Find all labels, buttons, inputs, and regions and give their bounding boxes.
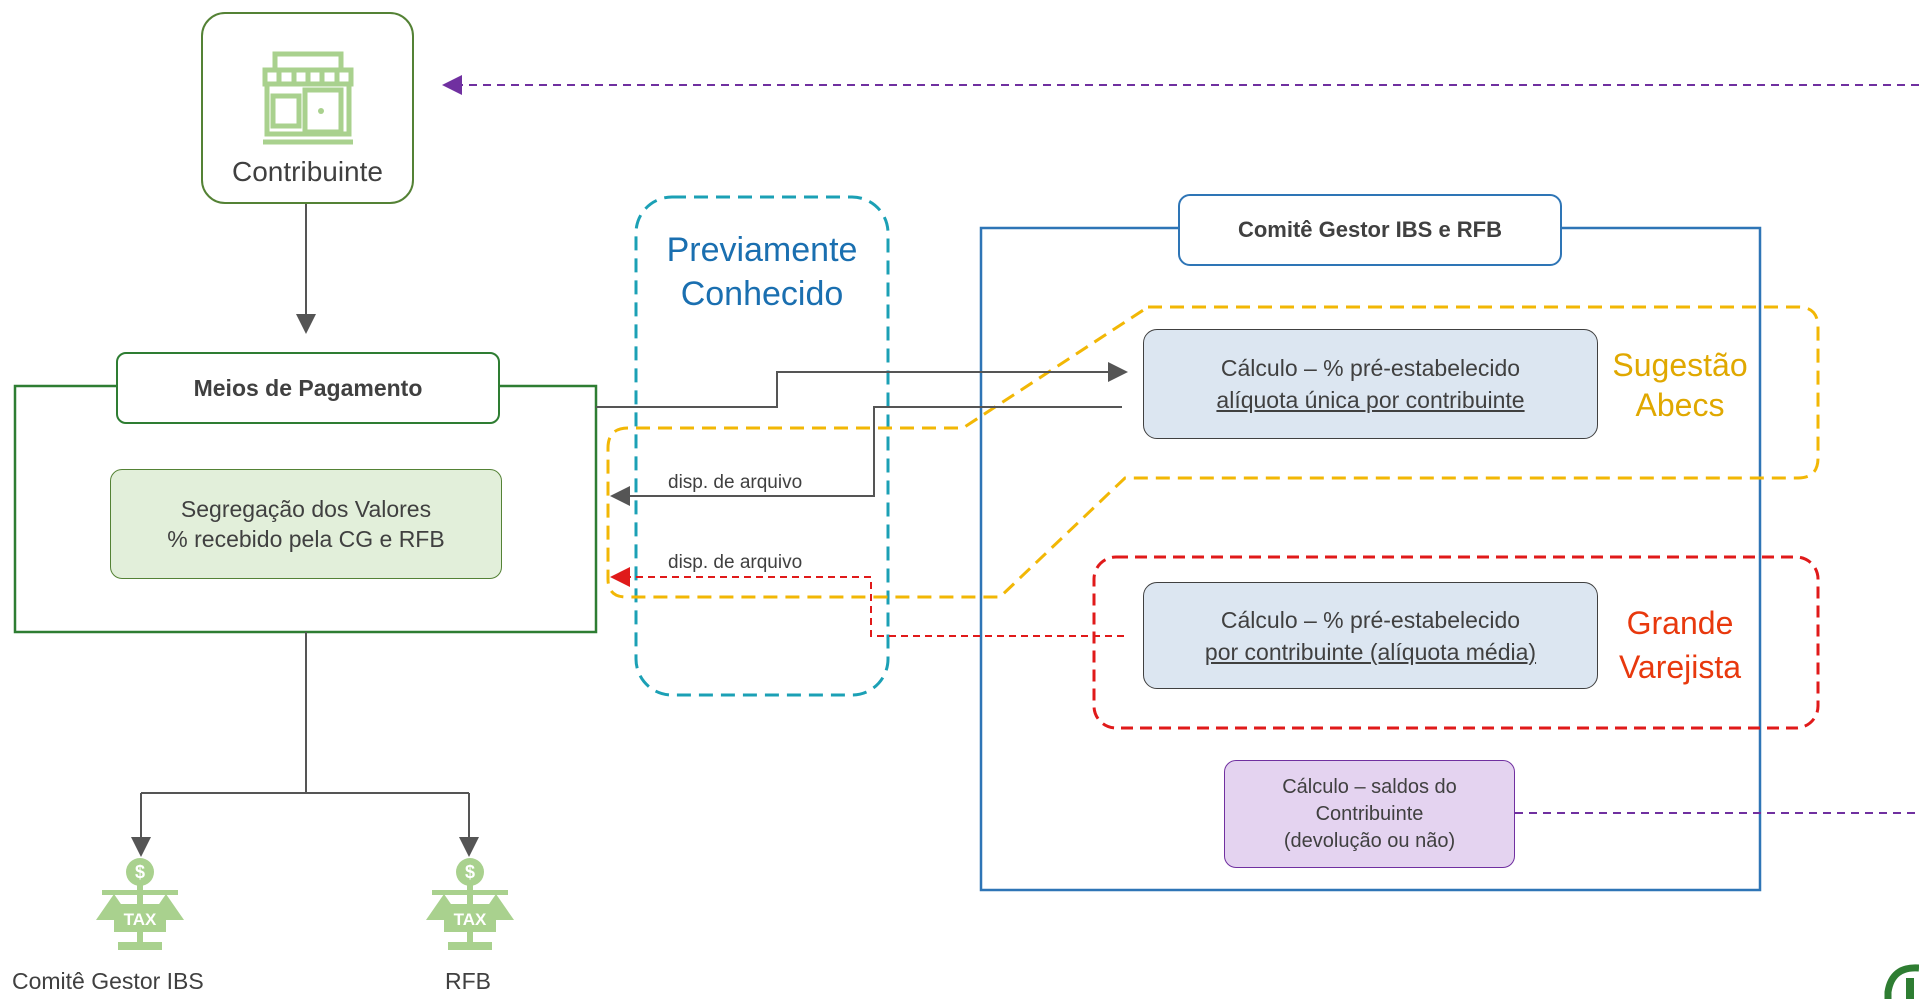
svg-text:TAX: TAX bbox=[454, 910, 487, 929]
calc3-line1: Cálculo – saldos do bbox=[1282, 775, 1457, 798]
previamente-label: Previamente Conhecido bbox=[640, 222, 884, 322]
comite-title-label: Comitê Gestor IBS e RFB bbox=[1237, 217, 1503, 242]
store-icon bbox=[262, 51, 353, 145]
svg-text:TAX: TAX bbox=[124, 910, 157, 929]
tax-scale-icon: $ TAX bbox=[96, 858, 184, 950]
calc1-box: Cálculo – % pré-estabelecido alíquota ún… bbox=[1143, 329, 1598, 439]
contribuinte-label: Contribuinte bbox=[232, 156, 383, 187]
arrow-calc1-meios bbox=[610, 406, 1122, 506]
arrow-meios-calc1 bbox=[596, 362, 1128, 408]
segregacao-line1: Segregação dos Valores bbox=[180, 496, 432, 522]
segregacao-box: Segregação dos Valores % recebido pela C… bbox=[110, 469, 502, 579]
calc1-line1: Cálculo – % pré-estabelecido bbox=[1220, 355, 1521, 381]
calc2-box: Cálculo – % pré-estabelecido por contrib… bbox=[1143, 582, 1598, 689]
previamente-line1: Previamente bbox=[666, 231, 858, 269]
comite-title: Comitê Gestor IBS e RFB bbox=[1178, 194, 1562, 266]
grande-label: Grande Varejista bbox=[1600, 600, 1760, 690]
previamente-region bbox=[634, 195, 890, 697]
svg-text:$: $ bbox=[135, 862, 145, 882]
contribuinte-box: Contribuinte bbox=[201, 12, 414, 204]
calc2-line2: por contribuinte (alíquota média) bbox=[1204, 638, 1537, 665]
calc3-line2: Contribuinte bbox=[1315, 802, 1424, 825]
disp-label-2: disp. de arquivo bbox=[668, 552, 803, 573]
segregacao-line2: % recebido pela CG e RFB bbox=[167, 526, 445, 552]
arrow-calc2-meios bbox=[610, 567, 1124, 637]
calc1-line2: alíquota única por contribuinte bbox=[1216, 387, 1525, 413]
rfb-destino-label: RFB bbox=[445, 968, 491, 994]
calc2-line1: Cálculo – % pré-estabelecido bbox=[1220, 606, 1521, 633]
meios-title: Meios de Pagamento bbox=[116, 352, 500, 424]
previamente-line2: Conhecido bbox=[680, 275, 844, 313]
grande-line1: Grande bbox=[1626, 605, 1734, 641]
meios-title-label: Meios de Pagamento bbox=[193, 374, 423, 401]
logo-partial bbox=[1884, 964, 1919, 999]
sugestao-region bbox=[606, 305, 1820, 599]
svg-text:$: $ bbox=[465, 862, 475, 882]
tax-scale-icon: $ TAX bbox=[426, 858, 514, 950]
comite-destino-label: Comitê Gestor IBS bbox=[12, 968, 204, 994]
grande-line2: Varejista bbox=[1618, 649, 1742, 685]
disp-label-1: disp. de arquivo bbox=[668, 472, 803, 494]
sugestao-label: Sugestão Abecs bbox=[1600, 340, 1760, 430]
grande-region bbox=[1092, 555, 1820, 730]
calc3-line3: (devolução ou não) bbox=[1283, 829, 1456, 852]
sugestao-line2: Abecs bbox=[1635, 387, 1725, 423]
calc3-box: Cálculo – saldos do Contribuinte (devolu… bbox=[1224, 760, 1515, 868]
sugestao-line1: Sugestão bbox=[1612, 347, 1748, 383]
